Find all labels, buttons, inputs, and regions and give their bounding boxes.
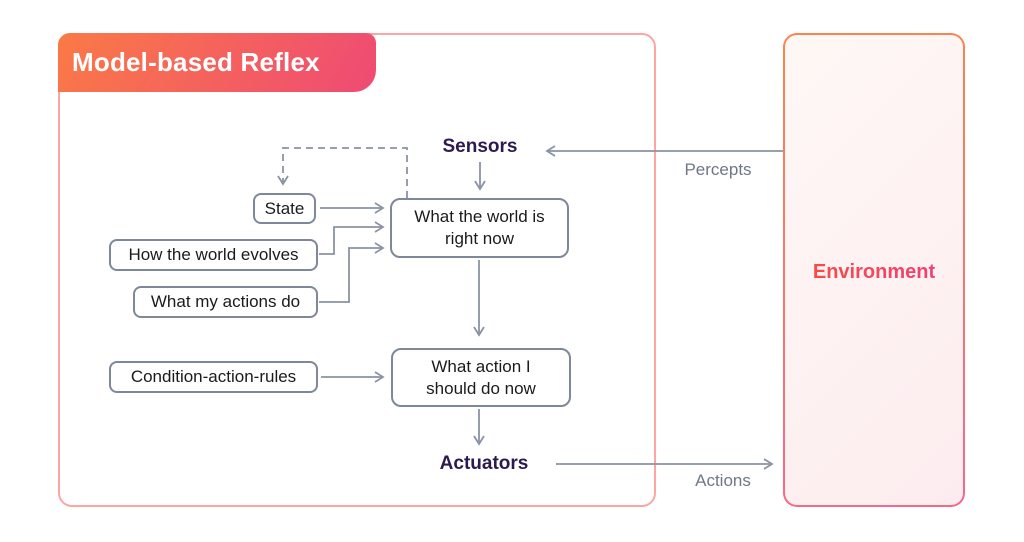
action-decision-box: What action I should do now (391, 348, 571, 407)
percepts-label: Percepts (684, 160, 752, 179)
what-my-actions-do-box: What my actions do (133, 286, 318, 318)
actions-label: Actions (695, 471, 751, 490)
agent-title: Model-based Reflex (72, 47, 320, 77)
environment-label: Environment (785, 261, 963, 284)
state-box-label: State (264, 198, 305, 218)
world-state-line2: right now (445, 229, 514, 248)
how-world-evolves-box: How the world evolves (109, 239, 318, 271)
environment-box-fill: Environment (785, 35, 963, 505)
agent-title-badge: Model-based Reflex (58, 33, 376, 92)
action-decision-line2: should do now (426, 378, 536, 398)
what-my-actions-do-label: What my actions do (150, 292, 301, 312)
world-state-line1: What the world is (414, 207, 545, 227)
condition-action-rules-label: Condition-action-rules (130, 367, 297, 387)
actuators-label: Actuators (439, 453, 529, 474)
sensors-label: Sensors (442, 136, 518, 157)
environment-box: Environment (783, 33, 965, 507)
action-decision-line1: What action I (431, 356, 531, 376)
state-box: State (253, 193, 316, 224)
condition-action-rules-box: Condition-action-rules (109, 361, 318, 393)
how-world-evolves-label: How the world evolves (128, 245, 299, 265)
world-state-box: What the world is right now (390, 198, 569, 258)
